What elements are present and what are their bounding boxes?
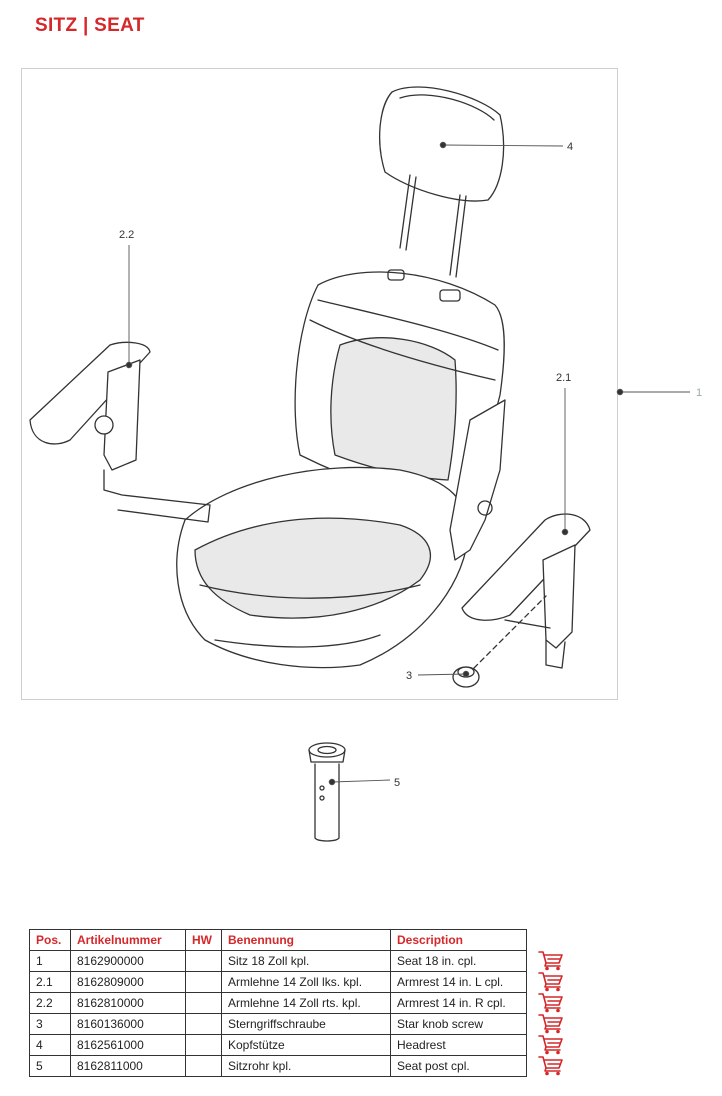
cell-hw xyxy=(185,1013,222,1035)
armrest-right-drawing xyxy=(461,513,591,669)
page-title: SITZ | SEAT xyxy=(35,15,145,36)
callout-2-2: 2.2 xyxy=(119,229,134,241)
cell-article: 8162900000 xyxy=(70,950,186,972)
header-name: Benennung xyxy=(221,929,391,951)
parts-table: Pos. Artikelnummer HW Benennung Descript… xyxy=(29,929,527,1077)
table-row: 1 8162900000 Sitz 18 Zoll kpl. Seat 18 i… xyxy=(29,950,527,972)
callout-4: 4 xyxy=(567,141,573,153)
seat-post-drawing xyxy=(308,742,346,842)
shopping-cart-icon xyxy=(538,972,563,992)
cart-buttons xyxy=(538,950,564,1076)
cell-pos: 1 xyxy=(29,950,71,972)
shopping-cart-icon xyxy=(538,993,563,1013)
callout-3: 3 xyxy=(406,670,412,682)
callout-1: 1 xyxy=(696,387,702,399)
cell-pos: 2.2 xyxy=(29,992,71,1014)
cell-pos: 4 xyxy=(29,1034,71,1056)
cell-hw xyxy=(185,992,222,1014)
cell-description: Seat post cpl. xyxy=(390,1055,527,1077)
header-article: Artikelnummer xyxy=(70,929,186,951)
table-header-row: Pos. Artikelnummer HW Benennung Descript… xyxy=(29,929,527,951)
cell-name: Armlehne 14 Zoll rts. kpl. xyxy=(221,992,391,1014)
table-row: 5 8162811000 Sitzrohr kpl. Seat post cpl… xyxy=(29,1055,527,1077)
cell-pos: 3 xyxy=(29,1013,71,1035)
cell-article: 8160136000 xyxy=(70,1013,186,1035)
cell-pos: 2.1 xyxy=(29,971,71,993)
cell-description: Headrest xyxy=(390,1034,527,1056)
header-pos: Pos. xyxy=(29,929,71,951)
exploded-view-diagram: 4 2.2 2.1 1 3 5 xyxy=(29,86,702,842)
cell-pos: 5 xyxy=(29,1055,71,1077)
callout-5: 5 xyxy=(394,777,400,789)
cell-name: Sitz 18 Zoll kpl. xyxy=(221,950,391,972)
add-to-cart-button[interactable] xyxy=(538,971,564,992)
add-to-cart-button[interactable] xyxy=(538,1055,564,1076)
cell-description: Armrest 14 in. R cpl. xyxy=(390,992,527,1014)
table-row: 4 8162561000 Kopfstütze Headrest xyxy=(29,1034,527,1056)
add-to-cart-button[interactable] xyxy=(538,992,564,1013)
table-row: 3 8160136000 Sterngriffschraube Star kno… xyxy=(29,1013,527,1035)
cell-article: 8162810000 xyxy=(70,992,186,1014)
cell-description: Seat 18 in. cpl. xyxy=(390,950,527,972)
cell-article: 8162561000 xyxy=(70,1034,186,1056)
cell-hw xyxy=(185,1034,222,1056)
shopping-cart-icon xyxy=(538,951,563,971)
cell-name: Armlehne 14 Zoll lks. kpl. xyxy=(221,971,391,993)
cell-article: 8162809000 xyxy=(70,971,186,993)
shopping-cart-icon xyxy=(538,1035,563,1055)
header-hw: HW xyxy=(185,929,222,951)
table-row: 2.1 8162809000 Armlehne 14 Zoll lks. kpl… xyxy=(29,971,527,993)
seat-cushion-drawing xyxy=(176,466,469,669)
add-to-cart-button[interactable] xyxy=(538,950,564,971)
headrest-drawing xyxy=(379,86,505,278)
exploded-view-frame xyxy=(21,68,618,700)
seat-bracket-drawing xyxy=(449,399,506,561)
cell-hw xyxy=(185,1055,222,1077)
armrest-left-drawing xyxy=(29,341,211,523)
cell-article: 8162811000 xyxy=(70,1055,186,1077)
cell-hw xyxy=(185,971,222,993)
cell-name: Kopfstütze xyxy=(221,1034,391,1056)
cell-name: Sitzrohr kpl. xyxy=(221,1055,391,1077)
table-row: 2.2 8162810000 Armlehne 14 Zoll rts. kpl… xyxy=(29,992,527,1014)
cell-description: Star knob screw xyxy=(390,1013,527,1035)
add-to-cart-button[interactable] xyxy=(538,1013,564,1034)
cell-name: Sterngriffschraube xyxy=(221,1013,391,1035)
add-to-cart-button[interactable] xyxy=(538,1034,564,1055)
callout-2-1: 2.1 xyxy=(556,372,571,384)
header-description: Description xyxy=(390,929,527,951)
shopping-cart-icon xyxy=(538,1056,563,1076)
shopping-cart-icon xyxy=(538,1014,563,1034)
cell-description: Armrest 14 in. L cpl. xyxy=(390,971,527,993)
cell-hw xyxy=(185,950,222,972)
